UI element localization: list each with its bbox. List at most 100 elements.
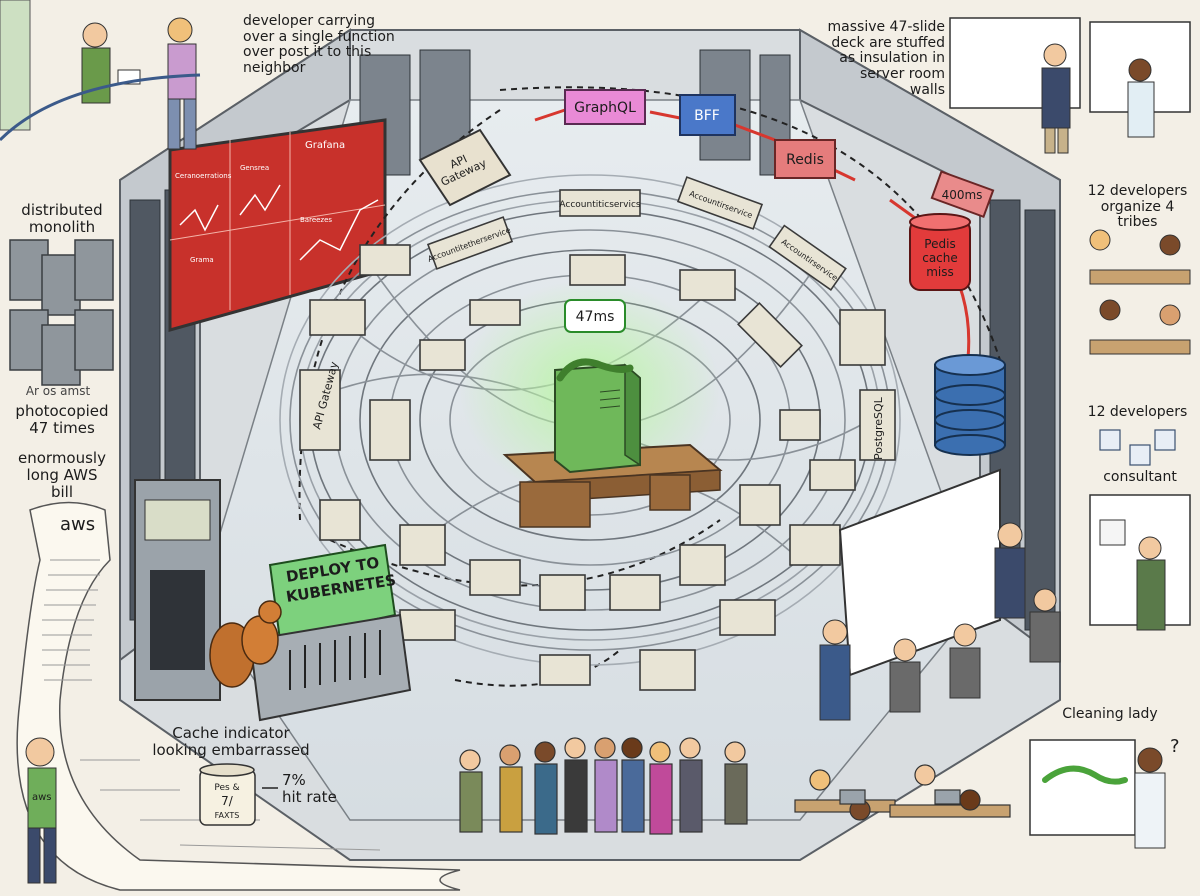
service-box <box>319 499 361 541</box>
dashboard-panel-label: Gensrea <box>240 164 269 172</box>
cache-jar-icon <box>199 763 256 826</box>
microservice-boxes <box>299 176 896 691</box>
jar-label-line3: FAXTS <box>215 811 240 820</box>
queue-people <box>459 737 748 835</box>
service-box <box>809 459 856 491</box>
deploy-switches <box>289 630 381 690</box>
meeting-scene <box>819 468 1061 721</box>
service-box <box>426 216 514 270</box>
aws-shirt-label: aws <box>32 792 52 803</box>
caption-cleaning-lady: Cleaning lady <box>1062 706 1158 722</box>
pedis-cache-node: Pedis cache miss <box>909 213 971 291</box>
service-box <box>679 269 736 301</box>
redis-label: Redis <box>786 152 824 168</box>
pedis-line: cache <box>922 251 958 265</box>
pedis-label: Pedis <box>924 237 955 251</box>
developer-scene <box>0 0 201 150</box>
database-cylinder <box>934 354 1006 456</box>
service-box <box>609 574 661 611</box>
pedis-line: Pedis <box>924 237 955 251</box>
caption-photocopied-garbled: Ar os amst <box>25 384 91 398</box>
service-box <box>679 544 726 586</box>
server-rack <box>1024 209 1056 631</box>
caption-consultant: consultant <box>1103 469 1177 485</box>
aws-bill-scroll: aws <box>16 501 461 891</box>
service-box <box>539 574 586 611</box>
service-box <box>639 649 696 691</box>
service-box <box>469 299 521 326</box>
service-box <box>539 654 591 686</box>
service-box <box>299 369 341 451</box>
service-box <box>559 189 641 217</box>
redis-node: Redis <box>774 139 836 179</box>
bff-label: BFF <box>694 108 720 124</box>
jar-label-line1: Pes & <box>214 783 239 793</box>
dashboard-title: Grafana <box>305 140 345 151</box>
bff-node: BFF <box>679 94 736 136</box>
graphql-node: GraphQL <box>564 89 646 125</box>
service-box <box>676 176 764 230</box>
latency-bubble-center: 47ms <box>564 299 626 333</box>
graphql-label: GraphQL <box>574 100 636 116</box>
server-cubes-icon <box>9 239 114 386</box>
service-box <box>369 399 411 461</box>
presenter-scene <box>949 17 1191 154</box>
postgresql-label: PostgreSQL <box>872 396 885 460</box>
service-box <box>789 524 841 566</box>
service-box <box>399 609 456 641</box>
service-box <box>779 409 821 441</box>
service-box <box>469 559 521 596</box>
api-gateway-top-node: APIGateway <box>418 128 512 207</box>
aws-logo: aws <box>60 514 95 535</box>
server-cube <box>74 309 114 371</box>
latency-top-label: 400ms <box>942 188 983 202</box>
cleaning-scene <box>1029 739 1166 849</box>
service-box <box>359 244 411 276</box>
service-box <box>719 599 776 636</box>
pedis-line: miss <box>926 265 954 279</box>
server-cube <box>74 239 114 301</box>
bill-lines <box>42 559 381 851</box>
deploy-panel <box>248 543 412 722</box>
dashboard-panel-label: Ceranoerrations <box>175 172 232 180</box>
service-box <box>739 484 781 526</box>
server-cube <box>41 254 81 316</box>
jar-label-line2: 7/ <box>221 794 234 808</box>
dashboard-panel-label: Bareezes <box>300 216 332 224</box>
tribes-scene <box>1089 229 1191 355</box>
service-box <box>419 339 466 371</box>
service-box <box>569 254 626 286</box>
control-rack <box>134 479 221 701</box>
lizard-icon <box>556 358 634 382</box>
service-box <box>737 302 803 368</box>
dashed-flow-lower <box>454 649 621 687</box>
caption-hit-rate: 7%hit rate <box>282 771 337 806</box>
developers-desks <box>794 764 1011 821</box>
server-cube <box>41 324 81 386</box>
latency-center-label: 47ms <box>576 309 615 325</box>
service-box <box>839 309 886 366</box>
service-box <box>859 389 896 461</box>
grafana-dashboard: Grafana Ceranoerrations Gensrea Grama Ba… <box>168 118 387 332</box>
service-box <box>309 299 366 336</box>
monolith-server <box>554 363 641 474</box>
service-box <box>399 524 446 566</box>
cubes-icon <box>1099 429 1176 466</box>
question-mark: ? <box>1170 736 1180 757</box>
service-box <box>768 224 847 291</box>
bill-reader-person <box>25 737 57 884</box>
latency-badge-top: 400ms <box>930 170 995 219</box>
dashboard-panel-label: Grama <box>190 256 214 264</box>
service-label: Accountiticservics <box>559 200 641 210</box>
consultant-scene <box>1089 494 1191 631</box>
squirrel-icon <box>209 600 282 688</box>
